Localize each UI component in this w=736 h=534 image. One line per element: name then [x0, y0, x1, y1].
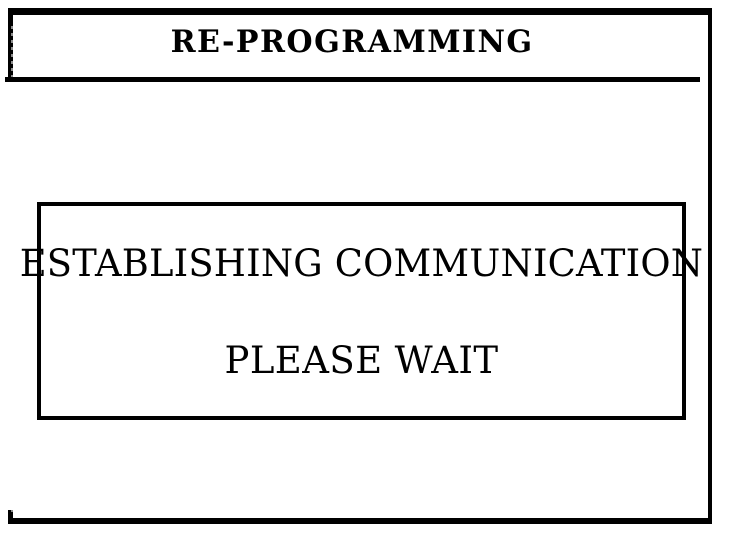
- title-bar: RE-PROGRAMMING: [5, 7, 700, 77]
- status-message-primary: ESTABLISHING COMMUNICATION: [19, 242, 704, 285]
- status-message-box: ESTABLISHING COMMUNICATION PLEASE WAIT: [20, 202, 703, 420]
- screen-body: ESTABLISHING COMMUNICATION PLEASE WAIT: [5, 82, 703, 510]
- frame-border-bottom: [8, 518, 712, 524]
- status-message-lines: ESTABLISHING COMMUNICATION PLEASE WAIT: [20, 206, 703, 416]
- frame-border-top: [8, 8, 712, 15]
- title-separator-rule: [5, 77, 700, 82]
- status-message-secondary: PLEASE WAIT: [224, 339, 499, 382]
- frame-border-right: [708, 8, 712, 524]
- page-title: RE-PROGRAMMING: [171, 23, 534, 60]
